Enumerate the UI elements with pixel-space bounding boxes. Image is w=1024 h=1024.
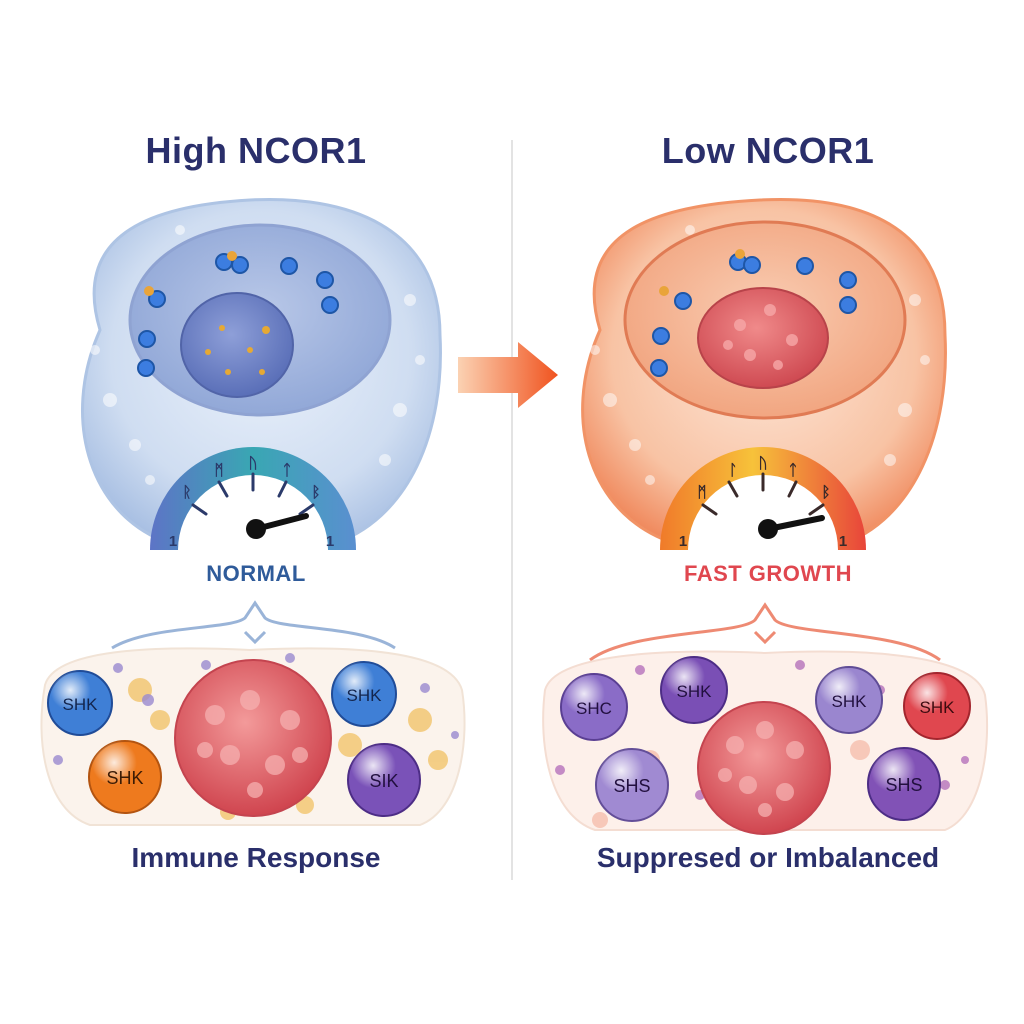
gauge-edge-mark: 1 — [679, 533, 687, 550]
right-panel-title: Low NCOR1 — [661, 130, 875, 171]
immune-cell: SHK — [88, 740, 162, 814]
gauge-hub — [246, 519, 266, 539]
immune-cell-label: SHK — [920, 698, 956, 717]
immune-cell-label: SHK — [63, 695, 99, 714]
gauge-edge-mark: 1 — [839, 533, 847, 550]
gauge-tick-label: ᚱ — [182, 484, 191, 501]
immune-cell: SHK — [660, 656, 728, 724]
tumor-mass — [697, 701, 831, 835]
bracket-connector-icon — [111, 600, 396, 650]
immune-cell-label: SHS — [613, 776, 650, 796]
immune-cell-label: SHK — [677, 682, 713, 701]
right-gauge: ᛗ ᛚ ᚢ ᛏ ᛒ 1 1 — [660, 447, 866, 550]
immune-cell: SHK — [47, 670, 113, 736]
immune-cell-label: SHK — [832, 692, 868, 711]
right-cell — [581, 197, 947, 547]
right-immune-microenvironment: SHC SHK SHK SHK SHS SHS — [542, 602, 989, 835]
gauge-hub — [758, 519, 778, 539]
gauge-edge-mark: 1 — [326, 533, 334, 550]
immune-cell-label: SHS — [885, 775, 922, 795]
receptor-molecules — [137, 251, 339, 377]
immune-cell: SHK — [903, 672, 971, 740]
immune-cell-label: SHC — [576, 699, 612, 718]
immune-cell-label: SHK — [347, 686, 383, 705]
gauge-tick-label: ᛚ — [728, 462, 737, 479]
immune-cell: SHC — [560, 673, 628, 741]
gauge-tick-label: ᛏ — [282, 462, 291, 479]
transition-arrow-icon — [458, 342, 558, 408]
immune-cell: SHK — [815, 666, 883, 734]
left-immune-microenvironment: SHK SHK SHK SIK — [40, 600, 466, 826]
left-panel-title: High NCOR1 — [145, 130, 367, 171]
gauge-edge-mark: 1 — [169, 533, 177, 550]
gauge-tick-label: ᛗ — [697, 484, 706, 501]
immune-cell: SHS — [867, 747, 941, 821]
tumor-mass — [174, 659, 332, 817]
right-caption: Suppresed or Imbalanced — [596, 842, 940, 873]
immune-cell-label: SHK — [106, 768, 143, 788]
nucleus — [697, 287, 829, 389]
gauge-tick-label: ᛏ — [788, 462, 797, 479]
gauge-tick-label: ᚢ — [248, 455, 257, 472]
gauge-tick-label: ᛗ — [214, 462, 223, 479]
gauge-tick-label: ᚢ — [758, 455, 767, 472]
normal-status-label: NORMAL — [206, 561, 306, 586]
immune-cell: SHK — [331, 661, 397, 727]
bracket-connector-icon — [589, 602, 941, 662]
receptor-molecules — [650, 249, 857, 377]
left-gauge: ᚱ ᛗ ᚢ ᛏ ᛒ 1 1 — [150, 447, 356, 550]
gauge-tick-label: ᛒ — [311, 484, 320, 501]
nucleus — [180, 292, 294, 398]
left-caption: Immune Response — [131, 842, 381, 873]
immune-cell-label: SIK — [369, 771, 398, 791]
fast-growth-status-label: FAST GROWTH — [683, 561, 853, 586]
immune-cell: SIK — [347, 743, 421, 817]
immune-cell: SHS — [595, 748, 669, 822]
left-cell — [81, 197, 442, 547]
gauge-tick-label: ᛒ — [821, 484, 830, 501]
